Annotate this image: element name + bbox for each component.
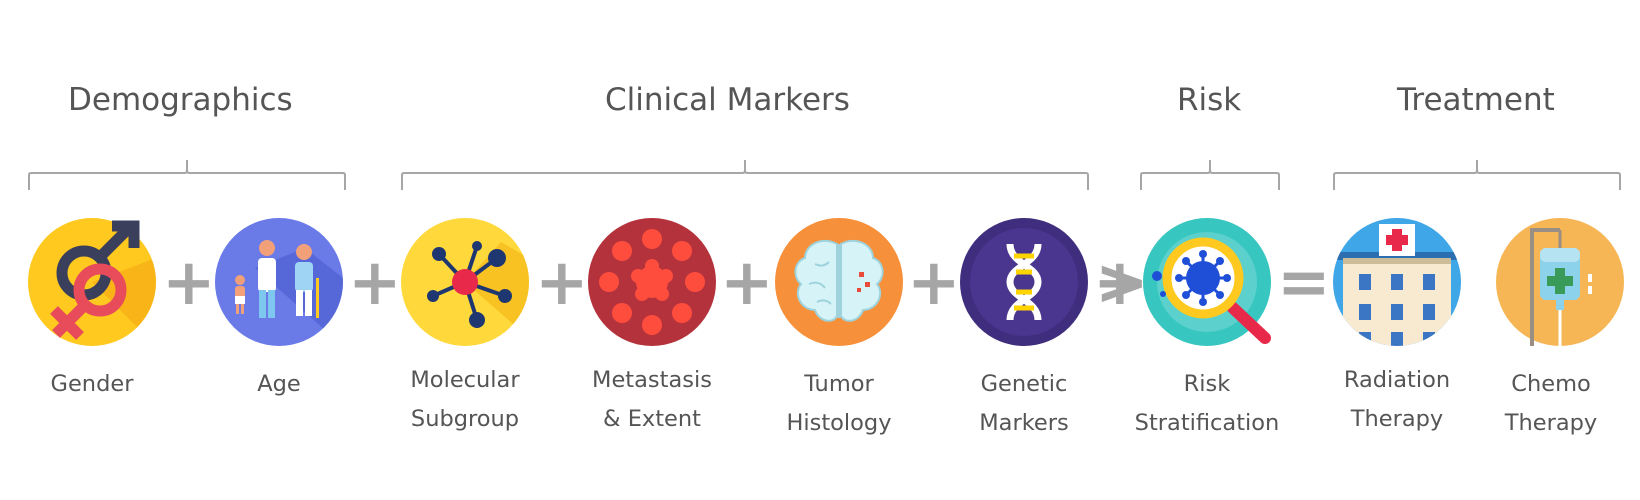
- iv-drip-icon: [1496, 218, 1624, 346]
- label-age: Age: [257, 371, 301, 397]
- label-metastasis-extent: Metastasis& Extent: [592, 367, 712, 432]
- brace-clinical-markers: [401, 160, 1089, 190]
- plus-operator: +: [907, 246, 961, 320]
- greater-than-operator: >: [1095, 246, 1149, 320]
- dna-icon: [960, 218, 1088, 346]
- group-title-demographics: Demographics: [68, 82, 293, 118]
- brain-icon: [775, 218, 903, 346]
- group-title-risk: Risk: [1177, 82, 1242, 118]
- hospital-icon: [1333, 218, 1461, 346]
- brace-risk: [1140, 160, 1280, 190]
- brace-demographics: [28, 160, 346, 190]
- plus-operator: +: [535, 246, 589, 320]
- equals-operator: =: [1277, 246, 1331, 320]
- magnifier-virus-icon: [1143, 218, 1271, 346]
- group-title-treatment: Treatment: [1397, 82, 1555, 118]
- family-age-icon: [215, 218, 343, 346]
- plus-operator: +: [348, 246, 402, 320]
- plus-operator: +: [162, 246, 216, 320]
- group-title-clinical-markers: Clinical Markers: [605, 82, 850, 118]
- molecule-network-icon: [401, 218, 529, 346]
- gender-symbol-icon: [28, 218, 156, 346]
- brace-treatment: [1333, 160, 1621, 190]
- cell-cluster-icon: [588, 218, 716, 346]
- plus-operator: +: [1093, 246, 1147, 320]
- plus-operator: +: [720, 246, 774, 320]
- label-gender: Gender: [50, 371, 134, 397]
